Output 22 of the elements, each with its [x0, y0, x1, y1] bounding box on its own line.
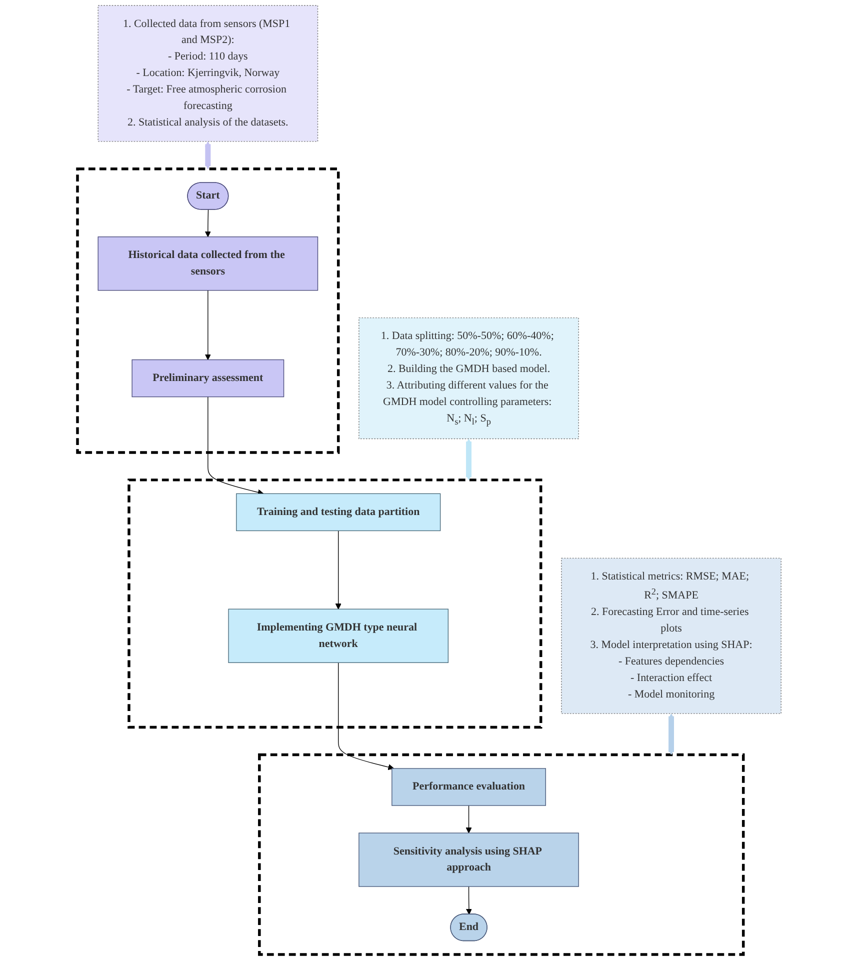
cluster [76, 168, 340, 454]
arrow [338, 662, 394, 770]
node-box: 1. Statistical metrics: RMSE; MAE; R$^{2}$; SMAPE 2. Forecasting Error and time-series plots 3. Model interpretation using SHAP: - Features dependencies - Interaction effect - Model monitoring [561, 558, 782, 714]
arrow [205, 290, 212, 360]
node-box: Training and testing data partition [236, 493, 441, 532]
node-box: Implementing GMDH type neural network [228, 608, 449, 663]
node-box: Sensitivity analysis using SHAP approach [358, 832, 580, 887]
node-box: Performance evaluation [392, 768, 546, 806]
arrow [466, 805, 472, 834]
arrow [668, 714, 674, 756]
arrow [336, 530, 342, 610]
arrow [205, 209, 212, 238]
arrow [205, 141, 212, 170]
cluster [258, 753, 745, 956]
arrow [466, 886, 472, 915]
arrow [466, 438, 472, 480]
node-box: Preliminary assessment [132, 359, 284, 398]
node-box: Historical data collected from the sensors [98, 236, 318, 291]
node-box: 1. Collected data from sensors (MSP1 and MSP2): - Period: 110 days - Location: Kjerringvik, Norway - Target: Free atmospheric corrosion forecasting 2. Statistical analysis of the datasets. [98, 5, 318, 142]
cluster [128, 478, 542, 729]
node-box: 1. Data splitting: 50%-50%; 60%-40%; 70%-30%; 80%-20%; 90%-10%. 2. Building the GMDH based model. 3. Attributing different values for the GMDH model controlling parameters: N$_{s}$; N$_{l}$; S$_{p}$ [358, 317, 580, 440]
arrow [208, 396, 264, 496]
